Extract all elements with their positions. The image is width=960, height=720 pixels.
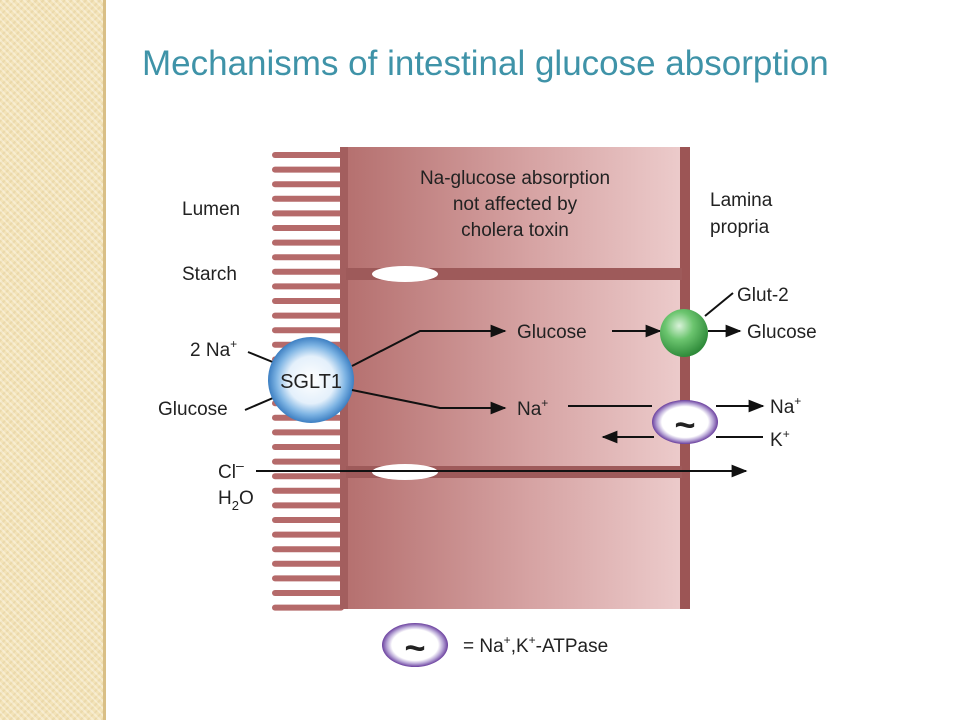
microvillus [272, 487, 344, 494]
microvillus [272, 502, 344, 509]
cl-label: Cl– [218, 457, 244, 483]
microvillus [272, 283, 344, 290]
microvillus [272, 590, 344, 596]
microvillus [272, 604, 344, 611]
water-label: H2O [218, 488, 254, 513]
microvillus [272, 575, 344, 582]
glucose-input-label: Glucose [158, 399, 228, 420]
microvillus [272, 166, 344, 173]
microvillus [272, 152, 344, 158]
sglt1-na-arrow [351, 389, 507, 415]
glut2-transporter [660, 309, 708, 357]
na-k-atpase-pump [652, 400, 718, 444]
microvillus [272, 225, 344, 231]
microvillus [272, 517, 344, 523]
microvillus [272, 181, 344, 188]
sglt1-glucose-arrow [351, 324, 507, 367]
glucose-out-label: Glucose [747, 322, 817, 343]
basolateral-membrane [680, 147, 690, 609]
microvillus [272, 195, 344, 202]
microvillus [272, 268, 344, 275]
lamina-label: Lamina [710, 190, 773, 211]
legend-pump-symbol: ~ [404, 627, 425, 668]
na-intracellular-label: Na+ [517, 396, 548, 420]
microvillus [272, 560, 344, 567]
na-out-label: Na+ [770, 394, 801, 418]
glucose-intracellular-label: Glucose [517, 322, 587, 343]
glut2-label: Glut-2 [737, 285, 789, 306]
side-band-border [103, 0, 106, 720]
k-in-label: K+ [770, 427, 790, 451]
sglt1-label: SGLT1 [280, 371, 342, 393]
legend-pump-icon [382, 623, 448, 667]
cell-note-line2: not affected by [453, 194, 578, 215]
microvillus [272, 458, 344, 465]
starch-label: Starch [182, 264, 237, 285]
propria-label: propria [710, 217, 770, 238]
lumen-label: Lumen [182, 199, 240, 220]
na-input-label: 2 Na+ [190, 337, 237, 361]
glut2-pointer-line [704, 292, 734, 317]
microvillus [272, 312, 344, 319]
microvillus [272, 210, 344, 217]
legend-text: = Na+,K+-ATPase [463, 633, 608, 657]
microvillus [272, 531, 344, 538]
sglt1-transporter [268, 337, 354, 423]
cell-note-line1: Na-glucose absorption [420, 168, 610, 189]
microvillus [272, 254, 344, 261]
microvillus [272, 429, 344, 436]
pump-symbol: ~ [674, 404, 695, 445]
microvillus [272, 546, 344, 553]
cell-note-line3: cholera toxin [461, 220, 569, 241]
decorative-side-band [0, 0, 103, 720]
microvillus [272, 239, 344, 246]
epithelial-cell-body [346, 147, 682, 609]
tight-junction-upper [372, 266, 438, 282]
microvillus [272, 444, 344, 450]
microvillus [272, 327, 344, 334]
slide-title: Mechanisms of intestinal glucose absorpt… [142, 44, 829, 83]
microvillus [272, 473, 344, 480]
microvillus [272, 298, 344, 304]
